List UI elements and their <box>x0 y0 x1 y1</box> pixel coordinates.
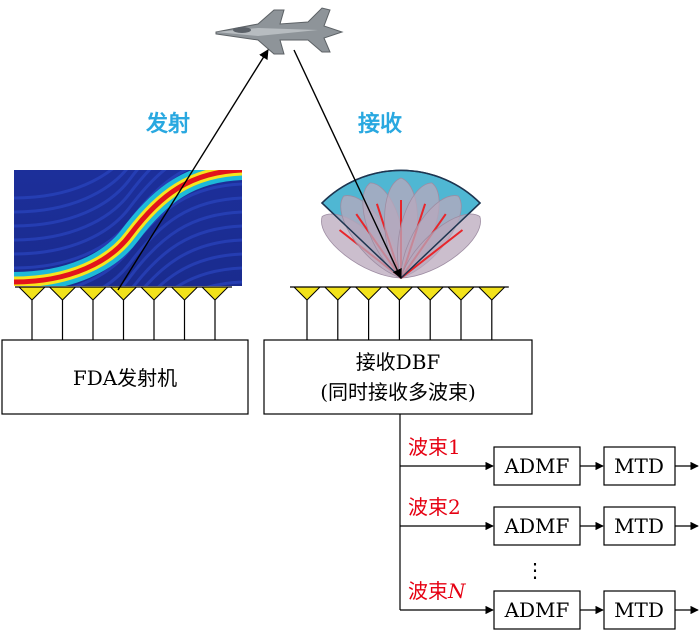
fda-transmitter-block <box>1 339 249 415</box>
admf-label: ADMF <box>504 598 570 622</box>
beam-label-prefix: 波束 <box>408 579 448 603</box>
beam-label-prefix: 波束 <box>408 435 448 459</box>
antenna-element <box>109 286 138 301</box>
heatmap-stripe <box>14 170 139 228</box>
receive-dbf-sublabel: (同时接收多波束) <box>320 380 476 404</box>
beam-label: 波束1 <box>408 435 461 459</box>
receive-dbf-block <box>263 339 533 415</box>
receive-dbf-label: 接收DBF <box>356 350 441 374</box>
heatmap-stripe <box>143 238 242 286</box>
antenna-element <box>17 286 47 301</box>
heatmap-stripe <box>14 170 152 242</box>
heatmap-stripe <box>14 170 167 256</box>
receive-beam-lobe <box>400 213 481 279</box>
antenna-element <box>200 286 230 301</box>
heatmap-stripe <box>157 252 242 286</box>
receive-multibeam-sector <box>320 169 482 280</box>
antenna-element <box>446 286 476 301</box>
heatmap-stripe <box>120 210 242 286</box>
beam-label-index: N <box>447 579 467 603</box>
antenna-element <box>415 286 445 301</box>
antenna-element <box>292 286 322 301</box>
fda-antenna-array <box>15 286 232 340</box>
transmit-label: 发射 <box>145 111 190 137</box>
receive-ray <box>293 49 402 279</box>
admf-block <box>493 590 581 630</box>
beam-label: 波束2 <box>408 495 461 519</box>
antenna-element <box>323 286 353 301</box>
heatmap-stripe <box>131 224 242 286</box>
heatmap-stripe <box>102 196 242 286</box>
antenna-element <box>139 286 169 301</box>
admf-label: ADMF <box>504 514 570 538</box>
fda-beampattern-heatmap <box>14 170 242 286</box>
heatmap-stripe <box>175 266 242 286</box>
receive-label: 接收 <box>358 111 402 137</box>
mtd-label: MTD <box>614 598 664 622</box>
mtd-label: MTD <box>614 454 664 478</box>
antenna-element <box>48 286 77 301</box>
beam-label: 波束N <box>408 579 467 603</box>
transmit-ray <box>117 49 269 291</box>
beam-label-prefix: 波束 <box>408 495 448 519</box>
mtd-label: MTD <box>614 514 664 538</box>
antenna-element <box>477 286 507 301</box>
fda-transmitter-label: FDA发射机 <box>73 366 177 390</box>
mtd-block <box>603 590 676 630</box>
admf-block <box>493 506 581 546</box>
beam-label-index: 2 <box>448 495 461 519</box>
beam-ellipsis: ⋮ <box>525 558 545 582</box>
antenna-element <box>354 286 383 301</box>
antenna-element <box>170 286 199 301</box>
mtd-block <box>603 446 676 486</box>
heatmap-stripe <box>14 170 114 200</box>
receive-antenna-array <box>290 286 509 340</box>
admf-label: ADMF <box>504 454 570 478</box>
mtd-block <box>603 506 676 546</box>
antenna-element <box>385 286 414 301</box>
heatmap-stripe <box>14 170 128 214</box>
antenna-element <box>78 286 108 301</box>
beam-label-index: 1 <box>448 435 461 459</box>
aircraft-target <box>215 7 344 55</box>
